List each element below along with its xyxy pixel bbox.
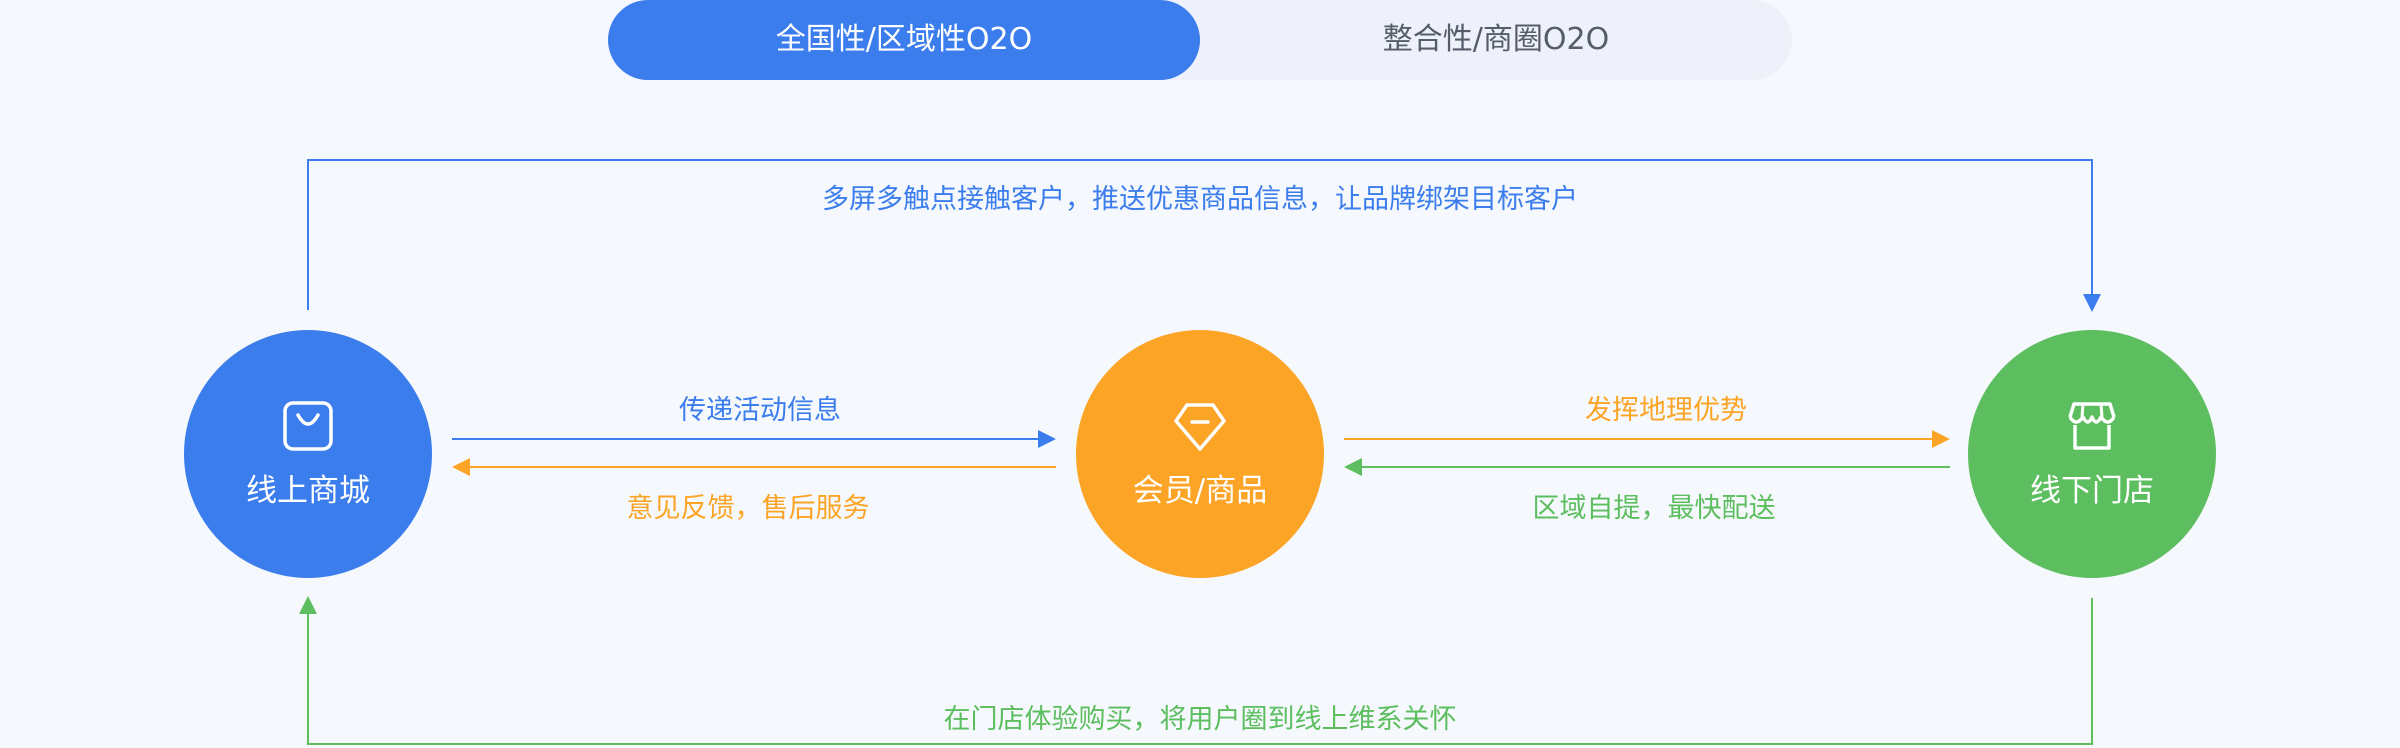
offline-store-node: 线下门店 [1968, 330, 2216, 578]
bottom-flow-line [307, 598, 2093, 745]
member-goods-label: 会员/商品 [1132, 472, 1268, 509]
online-mall-node: 线上商城 [184, 330, 432, 578]
member-goods-node: 会员/商品 [1076, 330, 1324, 578]
offline-to-member-label: 区域自提，最快配送 [1532, 493, 1776, 524]
storefront-icon [2068, 401, 2116, 450]
bottom-flow-label: 在门店体验购买，将用户圈到线上维系关怀 [943, 704, 1457, 735]
tab-integrated-district-o2o[interactable]: 整合性/商圈O2O [1382, 22, 1610, 57]
offline-to-member-arrowhead [1344, 458, 1362, 476]
member-to-offline-label: 发挥地理优势 [1585, 395, 1747, 426]
top-flow-arrowhead [2083, 294, 2101, 312]
top-flow-line [307, 159, 2093, 310]
o2o-tab-bar: 全国性/区域性O2O 整合性/商圈O2O [608, 0, 1792, 80]
shopping-bag-icon [283, 400, 333, 451]
top-flow-label: 多屏多触点接触客户，推送优惠商品信息，让品牌绑架目标客户 [822, 184, 1578, 215]
online-mall-label: 线上商城 [246, 472, 370, 509]
online-to-member-label: 传递活动信息 [679, 395, 841, 426]
member-to-online-arrowhead [452, 458, 470, 476]
member-to-online-label: 意见反馈，售后服务 [626, 493, 870, 524]
offline-store-label: 线下门店 [2030, 472, 2154, 509]
tab-national-regional-o2o[interactable]: 全国性/区域性O2O [608, 0, 1200, 80]
online-to-member-arrowhead [1038, 430, 1056, 448]
member-to-offline-arrowhead [1932, 430, 1950, 448]
bottom-flow-arrowhead [299, 596, 317, 614]
diamond-icon [1174, 402, 1226, 451]
